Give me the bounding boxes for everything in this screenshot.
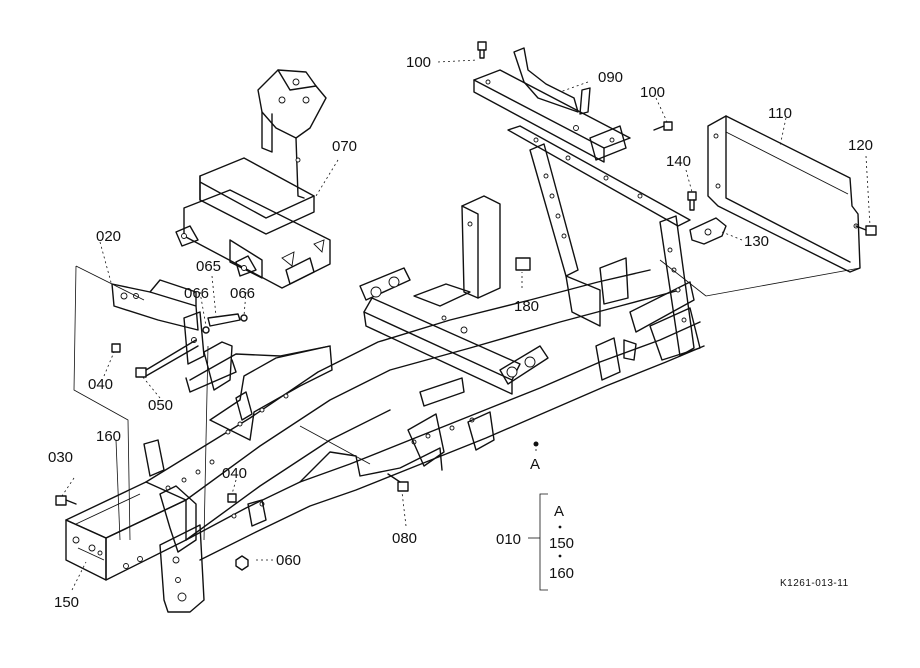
callout-150: 150 — [54, 594, 79, 611]
callout-110: 110 — [768, 105, 792, 122]
callout-070: 070 — [332, 138, 357, 155]
part-110-cover — [707, 115, 861, 273]
callout-130: 130 — [744, 233, 769, 250]
callout-080: 080 — [392, 530, 417, 547]
callout-120: 120 — [848, 137, 873, 154]
callout-030: 030 — [48, 449, 73, 466]
callout-160-left: 160 — [96, 428, 121, 445]
leader-lines — [61, 59, 871, 591]
mark-a: A — [530, 456, 540, 473]
callout-066-right: 066 — [230, 285, 255, 302]
part-130-plate — [689, 217, 727, 245]
callout-020: 020 — [96, 228, 121, 245]
group-a: A — [554, 503, 564, 520]
part-070-bracket — [175, 69, 331, 289]
callout-140: 140 — [666, 153, 691, 170]
callout-040-lower: 040 — [222, 465, 247, 482]
callout-060: 060 — [276, 552, 301, 569]
callout-labels: 100 090 100 110 120 140 130 070 180 020 … — [48, 54, 873, 611]
callout-100-top: 100 — [406, 54, 431, 71]
callout-050: 050 — [148, 397, 173, 414]
group-160: 160 — [549, 565, 574, 582]
callout-180: 180 — [514, 298, 539, 315]
part-090-bracket — [473, 47, 631, 163]
drawing-code: K1261-013-11 — [780, 578, 849, 589]
callout-010: 010 — [496, 531, 521, 548]
callout-090: 090 — [598, 69, 623, 86]
callout-040-upper: 040 — [88, 376, 113, 393]
callout-100-right: 100 — [640, 84, 665, 101]
fasteners — [55, 41, 877, 571]
group-010-bracket — [528, 493, 562, 591]
callout-066-left: 066 — [184, 285, 209, 302]
callout-065: 065 — [196, 258, 221, 275]
main-frame — [65, 125, 705, 613]
group-150: 150 — [549, 535, 574, 552]
